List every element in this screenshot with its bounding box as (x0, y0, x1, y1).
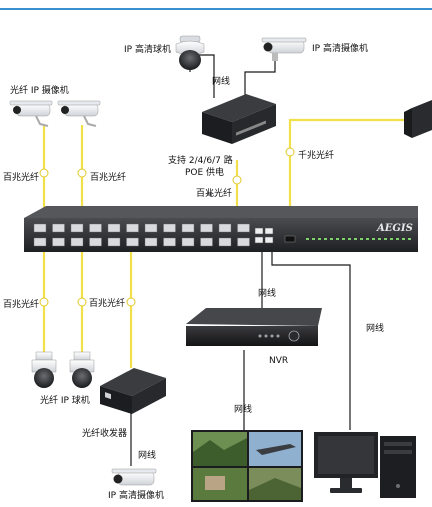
sfp-port (284, 235, 296, 243)
fiber-marker (77, 168, 87, 178)
status-led (318, 238, 321, 240)
fiber-port (200, 223, 213, 233)
label-net-cable-right: 网线 (366, 322, 384, 334)
fiber-port (218, 237, 232, 247)
label-poe-support-2: POE 供电 (185, 166, 224, 178)
status-led (330, 238, 333, 240)
fiber-port (181, 223, 195, 233)
video-wall (191, 430, 303, 502)
main-switch: AEGIS (24, 206, 418, 252)
fiber-port (237, 223, 250, 233)
status-led (402, 238, 405, 240)
label-nvr: NVR (269, 356, 288, 366)
label-net-cable-nvr: 网线 (258, 287, 276, 299)
rj45-ports (254, 227, 274, 244)
fiber-port (218, 223, 232, 233)
fiber-marker (232, 175, 242, 185)
status-led (372, 238, 375, 240)
label-fiber-100m-left2: 百兆光纤 (90, 171, 126, 183)
label-net-cable-monitor: 网线 (234, 403, 252, 415)
status-led (378, 238, 381, 240)
switch-brand: AEGIS (376, 223, 413, 234)
fiber-port (126, 223, 139, 233)
pc-workstation (314, 432, 416, 498)
fiber-ip-dome-1 (31, 351, 57, 388)
label-net-cable-bottom: 网线 (138, 449, 156, 461)
fiber-port (144, 237, 158, 247)
label-poe-support-1: 支持 2/4/6/7 路 (168, 154, 233, 166)
fiber-ports-bottom (33, 237, 250, 247)
status-led (384, 238, 387, 240)
fiber-marker (285, 147, 295, 157)
fiber-marker (126, 297, 136, 307)
fiber-port (181, 237, 195, 247)
fiber-port (163, 237, 176, 247)
fiber-ports-top (33, 223, 250, 233)
ethernet-pc (271, 248, 351, 430)
status-led (336, 238, 339, 240)
ethernet-cam-top (244, 60, 276, 98)
status-led (360, 238, 363, 240)
fiber-port (33, 223, 47, 233)
fiber-port (89, 237, 102, 247)
fiber-ip-camera-2 (57, 100, 101, 127)
status-led (366, 238, 369, 240)
fiber-markers (39, 147, 295, 307)
cables (42, 54, 412, 466)
label-fiber-transceiver: 光纤收发器 (82, 427, 127, 439)
header-strip (0, 0, 432, 10)
fiber-port (237, 237, 250, 247)
label-fiber-100m-left1: 百兆光纤 (3, 171, 39, 183)
status-led (306, 238, 309, 240)
poe-switch (202, 94, 276, 197)
status-led (390, 238, 393, 240)
fiber-ip-camera-1 (9, 100, 53, 127)
label-fiber-100m-bottom1: 百兆光纤 (3, 298, 39, 310)
ip-bullet-camera-top (261, 37, 307, 61)
label-ip-cam-top: IP 高清摄像机 (312, 42, 368, 54)
label-ip-cam-bottom: IP 高清摄像机 (108, 489, 164, 501)
label-net-cable-top: 网线 (212, 75, 230, 87)
status-led (354, 238, 357, 240)
fiber-port (107, 237, 121, 247)
fiber-marker (39, 168, 49, 178)
label-fiber-ip-cam: 光纤 IP 摄像机 (10, 84, 69, 96)
status-led (396, 238, 399, 240)
label-fiber-100m-bottom2: 百兆光纤 (89, 297, 125, 309)
status-led (408, 238, 411, 240)
fiber-ip-dome-2 (69, 351, 95, 388)
status-led (348, 238, 351, 240)
status-leds (306, 238, 411, 240)
fiber-port (52, 223, 65, 233)
fiber-port (200, 237, 213, 247)
fiber-transceiver-device (100, 368, 166, 414)
fiber-port (33, 237, 47, 247)
fiber-port (107, 223, 121, 233)
fiber-marker (77, 297, 87, 307)
label-ip-dome-top: IP 高清球机 (124, 43, 171, 55)
fiber-cable-1000m (288, 118, 412, 222)
fiber-port (52, 237, 65, 247)
remote-device-right (404, 100, 432, 138)
fiber-port (70, 237, 84, 247)
labels: IP 高清球机 IP 高清摄像机 光纤 IP 摄像机 网线 支持 2/4/6/7… (3, 42, 384, 501)
fiber-port (89, 223, 102, 233)
fiber-marker (39, 297, 49, 307)
fiber-port (126, 237, 139, 247)
fiber-port (163, 223, 176, 233)
fiber-port (144, 223, 158, 233)
status-led (324, 238, 327, 240)
label-fiber-100m-mid: 百兆光纤 (196, 187, 232, 199)
label-fiber-1000m: 千兆光纤 (298, 149, 334, 161)
fiber-port (70, 223, 84, 233)
label-fiber-ip-dome: 光纤 IP 球机 (40, 394, 90, 406)
ip-dome-camera-top (175, 35, 205, 70)
ip-bullet-camera-bottom (111, 468, 157, 486)
nvr-recorder (186, 308, 322, 346)
status-led (342, 238, 345, 240)
status-led (312, 238, 315, 240)
